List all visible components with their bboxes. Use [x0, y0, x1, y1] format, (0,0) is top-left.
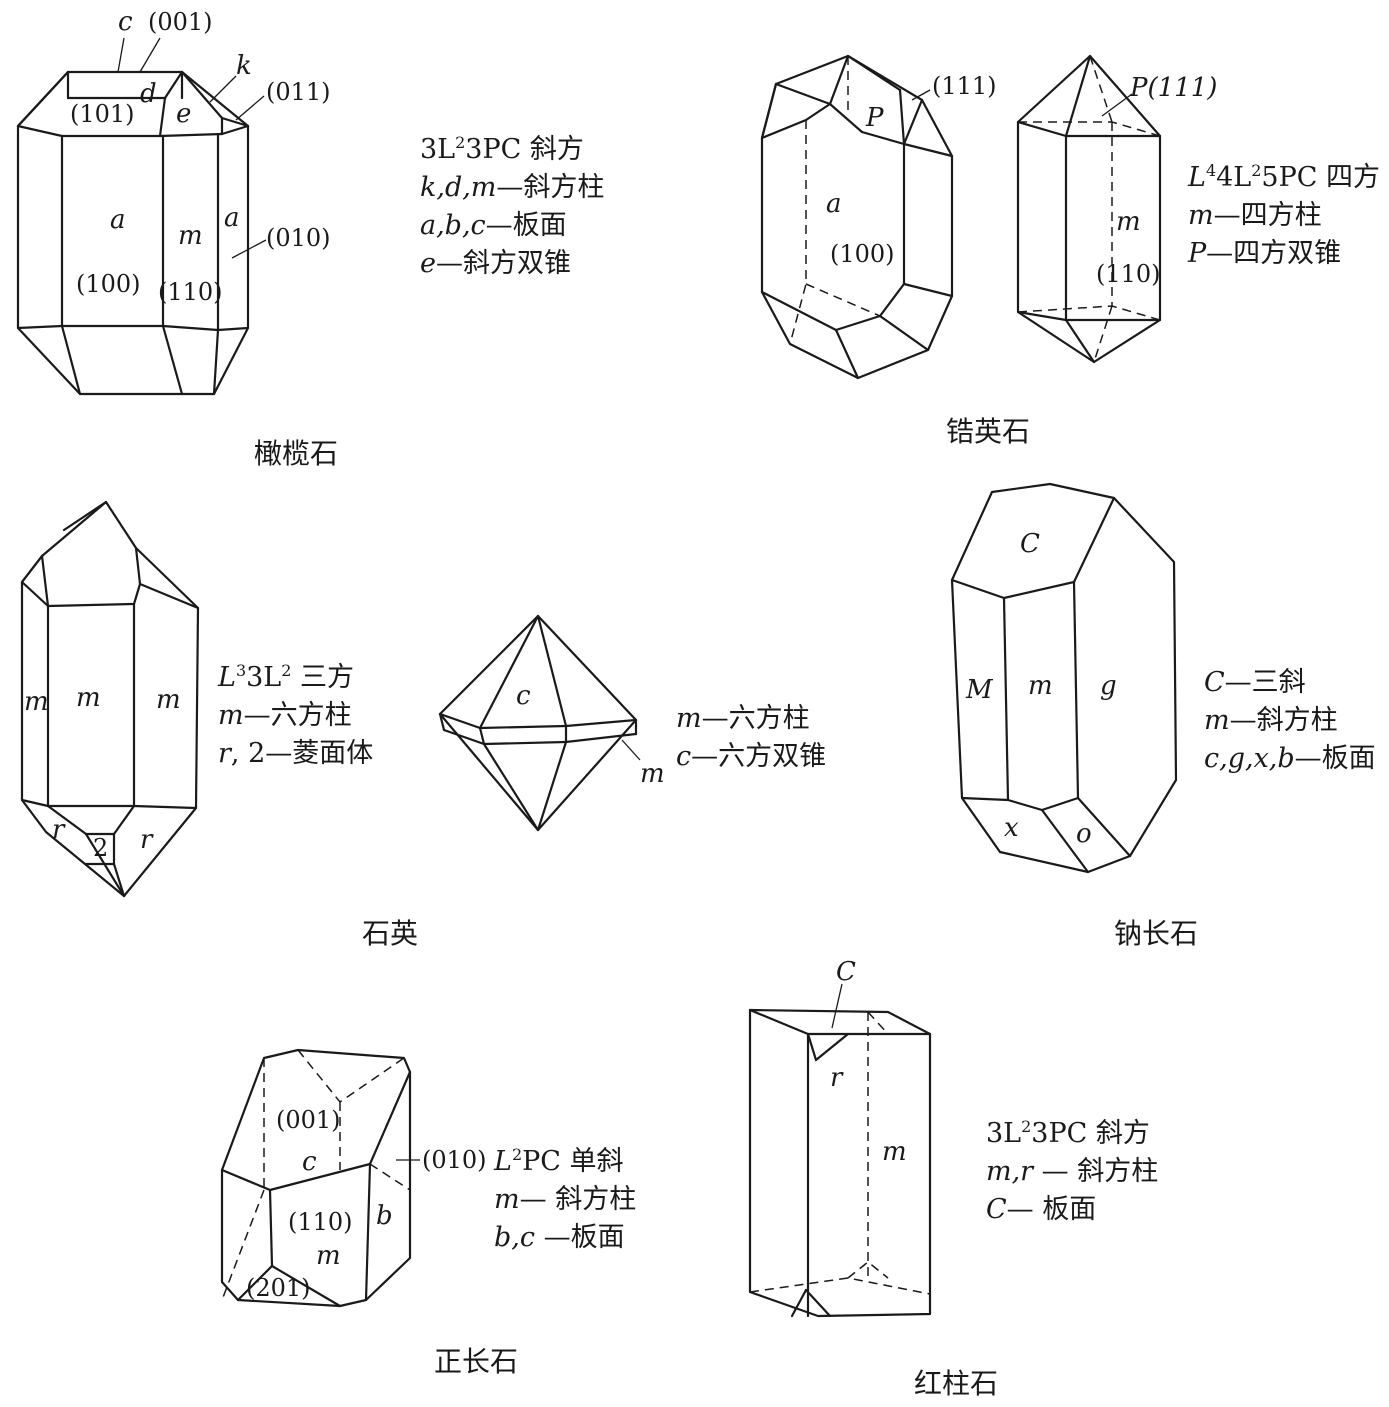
quartz-face-m2: m: [76, 683, 101, 713]
andalusite-face-m: m: [882, 1137, 907, 1167]
quartz-notes: L33L2 三方 m—六方柱 r, 2—菱面体: [218, 661, 374, 769]
bipyramid-crystal: c m: [438, 614, 665, 832]
olivine-index-010: (010): [266, 224, 331, 252]
orthoclase-index-010: (010): [422, 1146, 487, 1174]
olivine-notes: 3L23PC 斜方 k,d,m—斜方柱 a,b,c—板面 e—斜方双锥: [420, 133, 605, 279]
zircon-notes: L44L25PC 四方 m—四方柱 P—四方双锥: [1188, 161, 1381, 269]
quartz-face-2: 2: [93, 834, 108, 862]
zircon-index-110: (110): [1096, 260, 1161, 288]
quartz-face-r1: r: [52, 815, 66, 845]
olivine-face-a: a: [110, 205, 126, 235]
olivine-face-a2: a: [224, 203, 240, 233]
olivine-index-110: (110): [158, 278, 223, 306]
andalusite-notes: 3L23PC 斜方 m,r — 斜方柱 C— 板面: [986, 1117, 1159, 1225]
olivine-index-101: (101): [70, 100, 135, 128]
albite-face-g: g: [1100, 671, 1117, 701]
quartz-face-r2: r: [140, 825, 154, 855]
bipyramid-face-c: c: [516, 681, 531, 711]
orthoclase-face-c: c: [302, 1147, 317, 1177]
zircon-crystal-b: P(111) m (110): [1016, 54, 1217, 364]
albite-face-m: m: [1028, 671, 1053, 701]
quartz-face-m1: m: [24, 687, 49, 717]
olivine-face-d: d: [140, 79, 157, 109]
zircon-face-P111: P(111): [1129, 73, 1217, 103]
albite-face-M: M: [965, 675, 994, 705]
orthoclase-face-b: b: [376, 1201, 393, 1231]
albite-caption: 钠长石: [1114, 917, 1199, 950]
olivine-face-m: m: [178, 221, 203, 251]
orthoclase-index-201: (201): [246, 1274, 311, 1302]
olivine-index-001: (001): [148, 8, 213, 36]
andalusite-face-C: C: [836, 957, 856, 987]
quartz-crystal: m m m r 2 r: [20, 500, 200, 898]
zircon-index-100: (100): [830, 240, 895, 268]
olivine-index-011: (011): [266, 78, 331, 106]
zircon-face-a: a: [826, 189, 842, 219]
quartz-caption: 石英: [362, 917, 419, 950]
bipyramid-face-m: m: [640, 759, 665, 789]
olivine-crystal: c (001) d k (011) (101) e a m a (010) (1…: [16, 7, 331, 396]
andalusite-face-r: r: [830, 1063, 844, 1093]
orthoclase-notes: L2PC 单斜 m— 斜方柱 b,c —板面: [494, 1145, 637, 1253]
bipyramid-notes: m—六方柱 c—六方双锥: [676, 703, 827, 772]
albite-face-C: C: [1020, 529, 1040, 559]
olivine-caption: 橄榄石: [254, 437, 339, 470]
orthoclase-face-m: m: [316, 1241, 341, 1271]
albite-notes: C—三斜 m—斜方柱 c,g,x,b—板面: [1204, 667, 1376, 774]
albite-face-o: o: [1076, 819, 1092, 849]
zircon-crystal-a: (111) P a (100): [760, 54, 997, 380]
orthoclase-index-110: (110): [288, 1208, 353, 1236]
olivine-index-100: (100): [76, 270, 141, 298]
zircon-caption: 锆英石: [946, 415, 1031, 448]
andalusite-crystal: C r m: [748, 957, 932, 1318]
olivine-face-c: c: [118, 7, 133, 37]
albite-face-x: x: [1004, 813, 1019, 843]
quartz-face-m3: m: [156, 685, 181, 715]
zircon-face-m: m: [1116, 207, 1141, 237]
orthoclase-crystal: (001) c (010) (110) b m (201): [220, 1048, 487, 1308]
olivine-face-e: e: [176, 99, 191, 129]
albite-crystal: C M m g x o: [950, 482, 1178, 874]
orthoclase-index-001: (001): [276, 1106, 341, 1134]
olivine-face-k: k: [236, 51, 252, 81]
orthoclase-caption: 正长石: [434, 1345, 519, 1378]
zircon-face-P: P: [865, 103, 884, 133]
zircon-index-111: (111): [932, 72, 997, 100]
andalusite-caption: 红柱石: [914, 1367, 999, 1400]
